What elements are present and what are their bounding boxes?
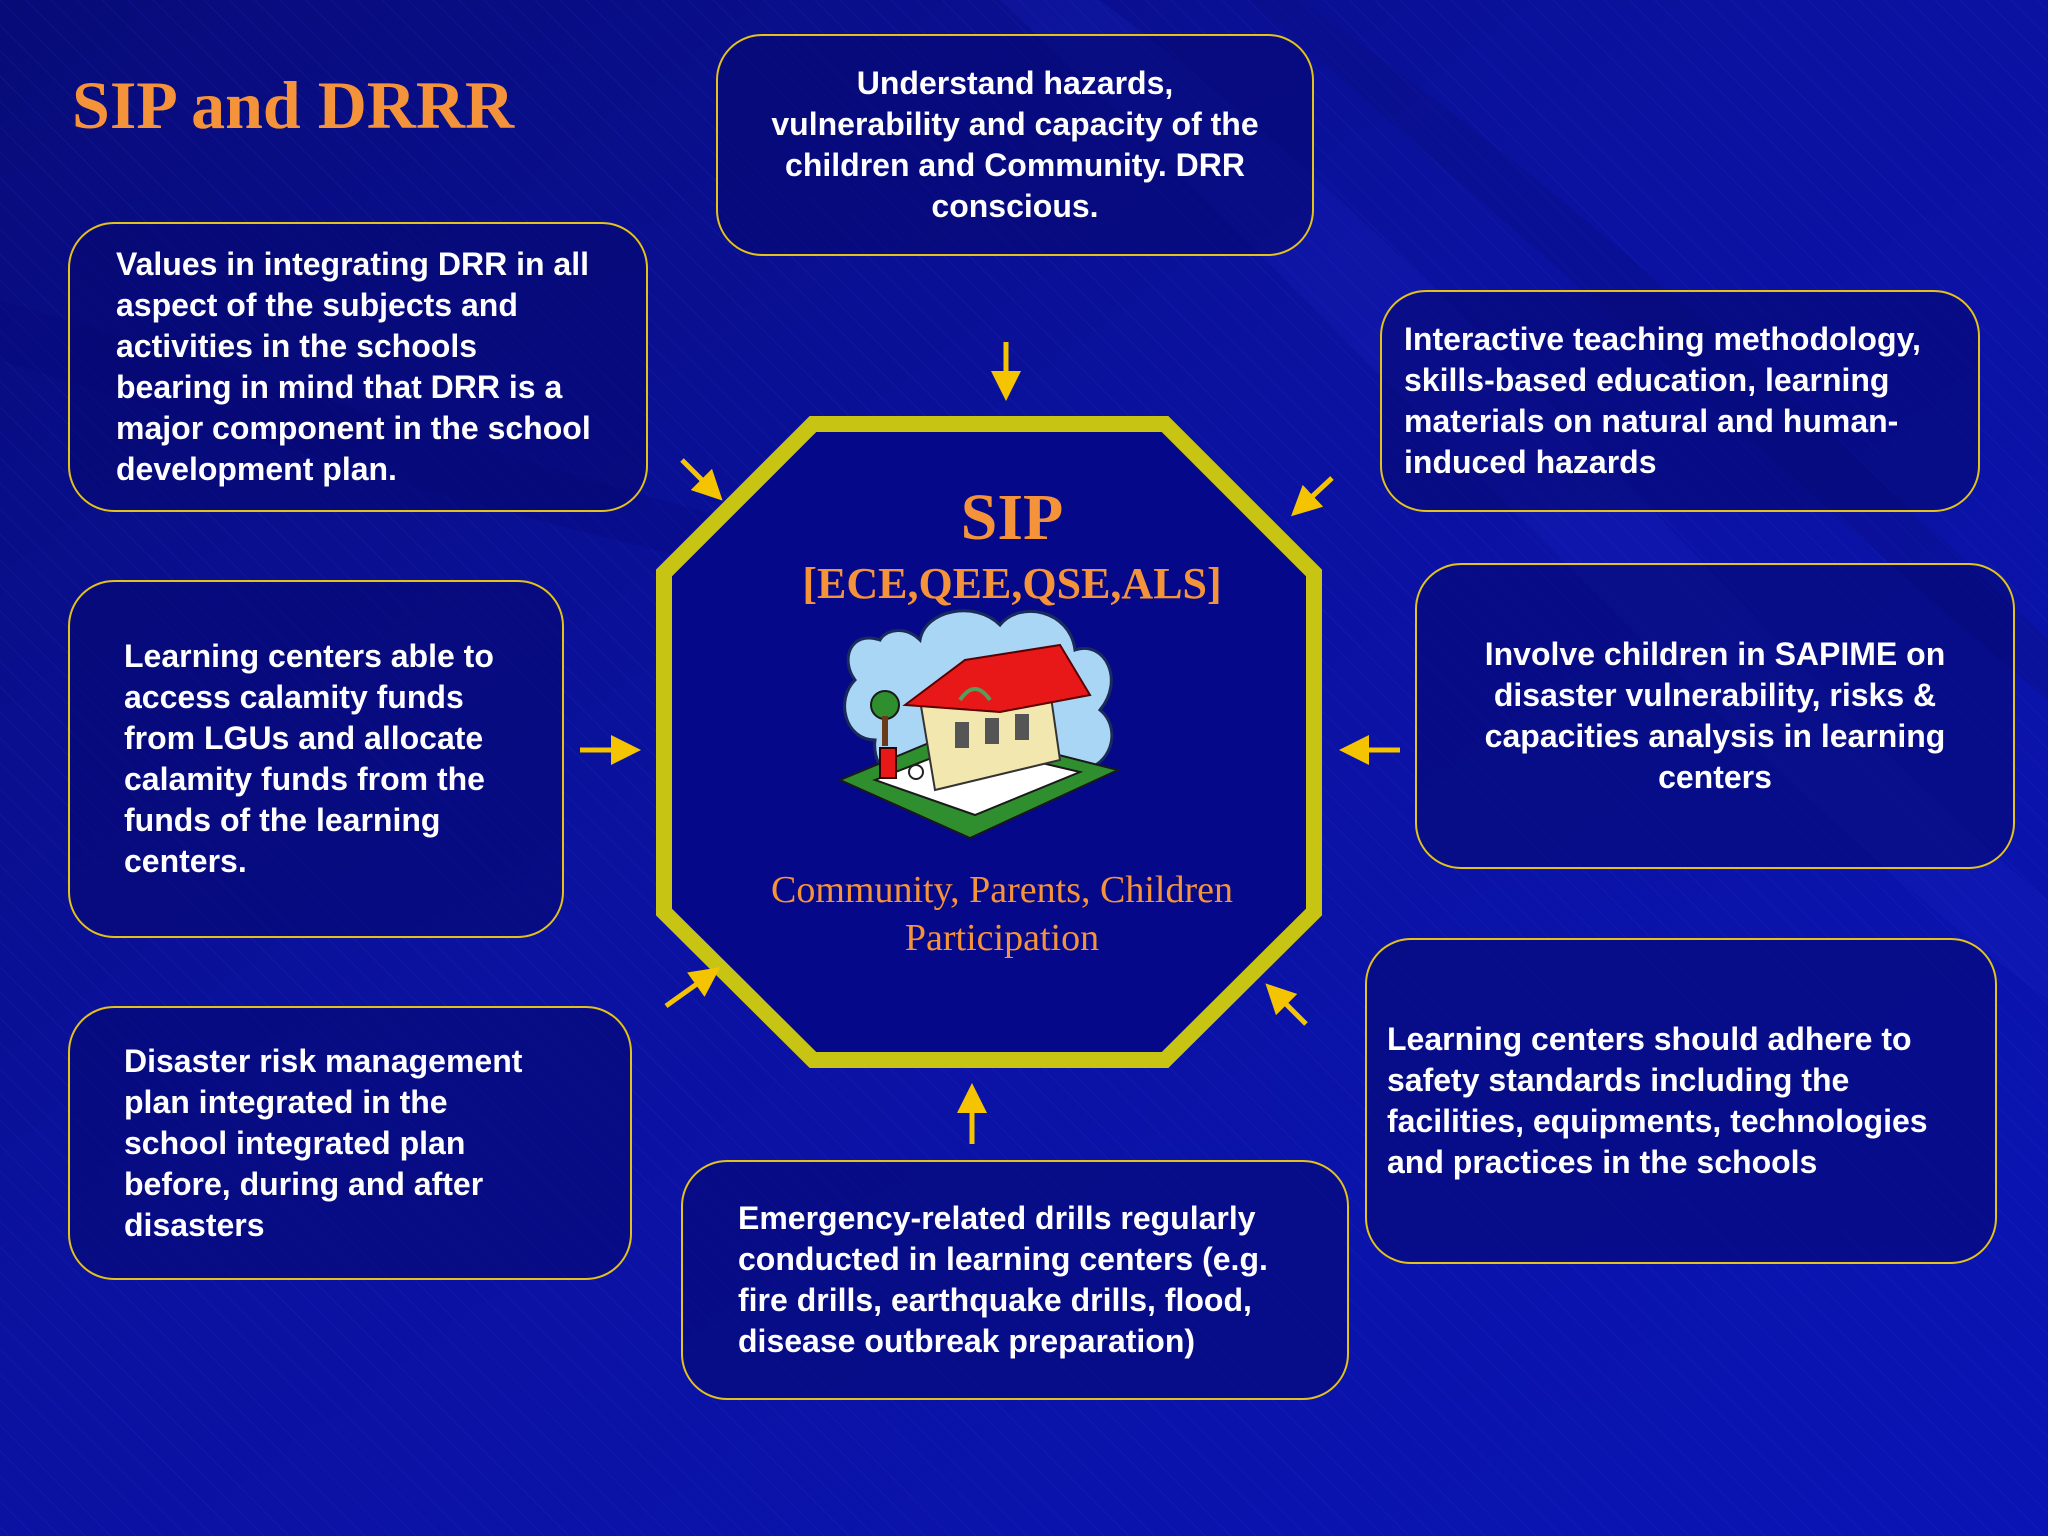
box-line: conscious.: [931, 188, 1099, 224]
box-line: activities in the schools: [116, 328, 477, 364]
sip-label: SIP: [960, 481, 1064, 554]
page-title: SIP and DRRR: [72, 67, 515, 143]
box-understand-hazards: Understand hazards, vulnerability and ca…: [716, 34, 1314, 256]
arrows: [580, 342, 1400, 1144]
box-line: fire drills, earthquake drills, flood,: [738, 1282, 1252, 1318]
arrow-from-bottom-right: [1265, 983, 1308, 1026]
participation-line-2: Participation: [904, 917, 1100, 959]
box-line: capacities analysis in learning: [1484, 718, 1946, 754]
sip-participation: Community, Parents, Children Participati…: [692, 866, 1312, 962]
box-line: facilities, equipments, technologies: [1387, 1103, 1928, 1139]
box-involve-children-sapime: Involve children in SAPIME on disaster v…: [1415, 563, 2015, 869]
box-line: Learning centers able to: [124, 638, 494, 674]
box-line: Disaster risk management: [124, 1042, 523, 1079]
box-line: disease outbreak preparation): [738, 1323, 1196, 1359]
box-line: centers.: [124, 843, 247, 879]
box-text: Involve children in SAPIME on disaster v…: [1485, 634, 1946, 798]
box-text: Learning centers should adhere to safety…: [1387, 1019, 1928, 1183]
arrow-from-bottom-left: [664, 967, 721, 1009]
box-text: Disaster risk management plan integrated…: [124, 1041, 522, 1246]
box-line: calamity funds from the: [124, 761, 485, 797]
box-safety-standards: Learning centers should adhere to safety…: [1365, 938, 1997, 1264]
box-line: skills-based education, learning: [1404, 362, 1890, 398]
box-values-integrating-drr: Values in integrating DRR in all aspect …: [68, 222, 648, 512]
participation-line-1: Community, Parents, Children: [771, 869, 1233, 911]
box-line: disaster vulnerability, risks &: [1493, 677, 1937, 713]
box-line: Involve children in SAPIME on: [1484, 636, 1946, 672]
box-line: from LGUs and allocate: [124, 720, 484, 756]
box-disaster-risk-plan: Disaster risk management plan integrated…: [68, 1006, 632, 1280]
sip-subtitle: [ECE,QEE,QSE,ALS]: [802, 559, 1222, 608]
box-line: development plan.: [116, 451, 397, 487]
box-line: access calamity funds: [124, 679, 464, 715]
box-line: disasters: [124, 1206, 265, 1243]
box-calamity-funds: Learning centers able to access calamity…: [68, 580, 564, 938]
box-line: conducted in learning centers (e.g.: [738, 1241, 1268, 1277]
box-line: vulnerability and capacity of the: [771, 106, 1259, 142]
box-line: Interactive teaching methodology,: [1404, 321, 1921, 357]
box-text: Emergency-related drills regularly condu…: [738, 1198, 1268, 1362]
box-line: safety standards including the: [1387, 1062, 1850, 1098]
school-house-icon: [837, 609, 1121, 840]
arrow-from-top-right: [1291, 476, 1334, 517]
box-line: Understand hazards,: [856, 65, 1174, 101]
box-text: Understand hazards, vulnerability and ca…: [771, 63, 1258, 227]
box-line: Emergency-related drills regularly: [738, 1200, 1256, 1236]
box-text: Interactive teaching methodology, skills…: [1404, 319, 1921, 483]
box-line: major component in the school: [116, 410, 591, 446]
box-line: Learning centers should adhere to: [1387, 1021, 1912, 1057]
box-emergency-drills: Emergency-related drills regularly condu…: [681, 1160, 1349, 1400]
arrow-from-top-left: [680, 458, 723, 501]
box-line: funds of the learning: [124, 802, 441, 838]
box-line: aspect of the subjects and: [116, 287, 518, 323]
box-interactive-teaching: Interactive teaching methodology, skills…: [1380, 290, 1980, 512]
box-line: and practices in the schools: [1387, 1144, 1818, 1180]
box-line: plan integrated in the: [124, 1083, 448, 1120]
box-line: centers: [1658, 759, 1772, 795]
box-text: Values in integrating DRR in all aspect …: [116, 244, 591, 490]
box-line: children and Community. DRR: [785, 147, 1245, 183]
box-line: induced hazards: [1404, 444, 1657, 480]
box-line: materials on natural and human-: [1404, 403, 1899, 439]
box-line: before, during and after: [124, 1165, 484, 1202]
box-text: Learning centers able to access calamity…: [124, 636, 494, 882]
box-line: Values in integrating DRR in all: [116, 246, 589, 282]
box-line: school integrated plan: [124, 1124, 466, 1161]
box-line: bearing in mind that DRR is a: [116, 369, 563, 405]
